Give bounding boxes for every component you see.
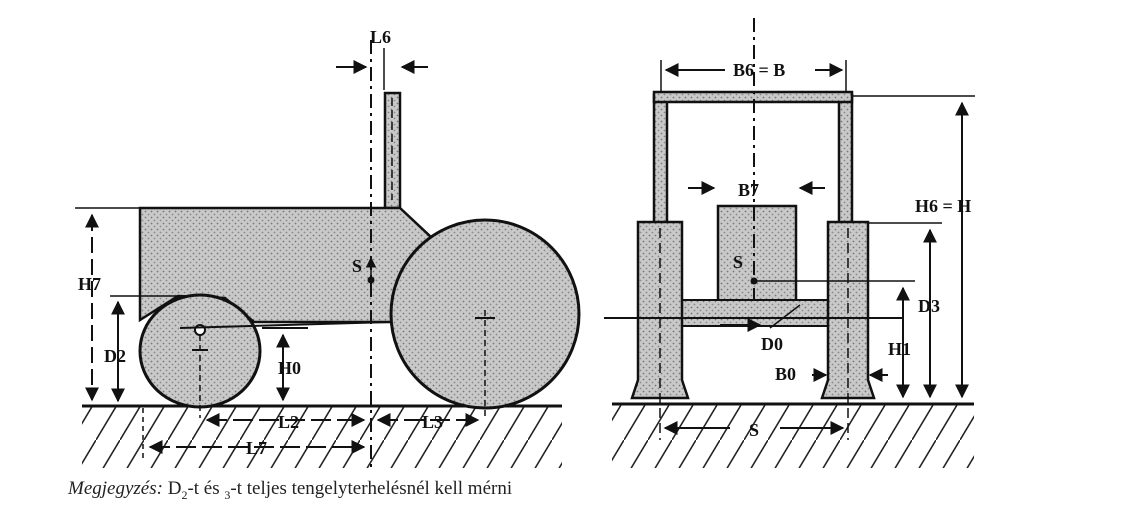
front-view: B6 = B B7 H6 = H S D3 D0 H1 B0 S — [604, 18, 975, 468]
label-d3: D3 — [918, 296, 940, 316]
label-b6: B6 = B — [733, 60, 785, 80]
tractor-dimension-diagram: L6 H7 S D2 H0 L2 L3 L7 — [75, 18, 975, 470]
h0-ref-line — [179, 321, 391, 329]
caption-lead: Megjegyzés: — [68, 478, 163, 499]
label-h6: H6 = H — [915, 196, 971, 216]
tractor-body — [138, 206, 434, 324]
label-h1: H1 — [888, 339, 911, 359]
front-axle-housing — [679, 299, 831, 327]
label-l3: L3 — [422, 412, 443, 432]
label-l7: L7 — [246, 438, 267, 458]
caption-sub-2: 2 — [181, 487, 188, 502]
label-d2: D2 — [104, 346, 126, 366]
label-track-s: S — [749, 420, 759, 440]
label-h7: H7 — [78, 274, 101, 294]
caption-sub-3: 3 — [224, 487, 231, 502]
label-b7: B7 — [738, 180, 759, 200]
caption-d: D — [167, 478, 182, 499]
label-d0: D0 — [761, 334, 783, 354]
side-view: L6 H7 S D2 H0 L2 L3 L7 — [75, 27, 581, 470]
ground-hatch-side — [82, 406, 562, 468]
label-l6: L6 — [370, 27, 391, 47]
label-s-front: S — [733, 252, 743, 272]
label-h0: H0 — [278, 358, 301, 378]
front-body — [716, 204, 798, 308]
label-s-side: S — [352, 256, 362, 276]
cg-point-front — [750, 277, 758, 285]
d0-leader — [769, 304, 801, 329]
label-l2: L2 — [278, 412, 299, 432]
caption-mid: -t és — [187, 478, 225, 499]
ground-hatch-front — [612, 404, 974, 468]
caption-note: Megjegyzés: D2-t és 3-t teljes tengelyte… — [68, 478, 512, 503]
rops-left-post — [652, 93, 669, 227]
rops-right-post — [837, 93, 854, 227]
caption-rest: -t teljes tengelyterhelésnél kell mérni — [230, 478, 513, 499]
label-b0: B0 — [775, 364, 796, 384]
